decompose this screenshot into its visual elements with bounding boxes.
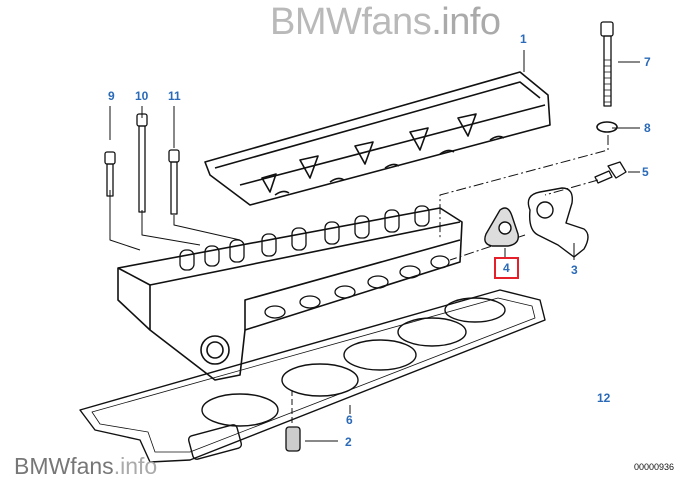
cylinder-head: [117, 205, 463, 381]
watermark-suffix: .info: [113, 453, 158, 479]
watermark-top: BMWfans.info: [270, 0, 501, 44]
washer-8: [596, 121, 618, 133]
callout-5[interactable]: 5: [642, 165, 649, 179]
dowel-sleeve-2: [285, 426, 301, 452]
water-flange-3: [527, 187, 589, 258]
watermark-bottom: BMWfans.info: [14, 453, 157, 480]
callout-6[interactable]: 6: [346, 413, 353, 427]
callout-8[interactable]: 8: [644, 121, 651, 135]
callout-7[interactable]: 7: [644, 55, 651, 69]
callout-2[interactable]: 2: [345, 435, 352, 449]
head-gasket: [79, 289, 546, 463]
valve-cover: [204, 71, 551, 206]
callout-12[interactable]: 12: [597, 391, 611, 405]
diagram-id: 00000936: [634, 462, 675, 472]
flange-gasket-4: [484, 207, 519, 247]
head-bolts: [104, 113, 180, 215]
callout-10[interactable]: 10: [135, 89, 149, 103]
callout-9[interactable]: 9: [108, 89, 115, 103]
watermark-brand: BMWfans: [270, 1, 432, 43]
callout-11[interactable]: 11: [168, 89, 181, 103]
watermark-brand: BMWfans: [14, 453, 114, 479]
callout-4-highlighted[interactable]: 4: [494, 257, 519, 279]
callout-1[interactable]: 1: [520, 32, 527, 46]
bolt-7: [600, 21, 614, 107]
bolt-5: [594, 161, 627, 184]
callout-3[interactable]: 3: [571, 263, 578, 277]
leader-lines: [109, 50, 640, 442]
watermark-suffix: .info: [431, 1, 501, 43]
